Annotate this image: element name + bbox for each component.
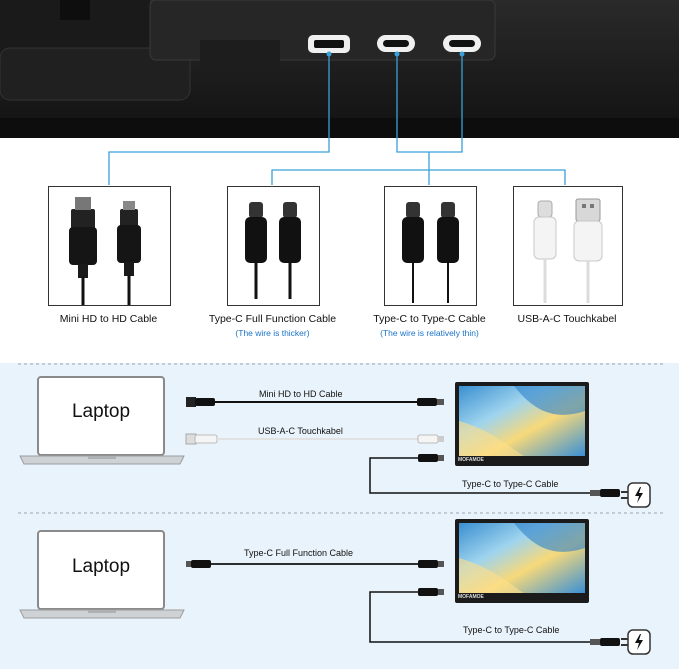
laptop-2 (19, 530, 185, 619)
label-hdmi-cable: Mini HD to HD Cable (59, 313, 158, 325)
cable-box-typec-full (227, 186, 320, 306)
cable-box-usb-a-c (513, 186, 623, 306)
mini-hdmi-port (308, 35, 350, 53)
diagram2-label-typec: Type-C Full Function Cable (244, 548, 354, 558)
label-usb-a-c-cable: USB-A-C Touchkabel (517, 313, 617, 325)
monitor-1-brand: MOFAMOE (458, 457, 484, 463)
usb-a-c-cable-icon (533, 198, 603, 303)
monitor-1 (455, 382, 589, 466)
typec-typec-cable-icon (402, 202, 459, 303)
connector-lines (108, 51, 566, 185)
typec-port-2 (443, 35, 481, 52)
monitor-2 (455, 519, 589, 603)
laptop-1-label: Laptop (71, 401, 131, 422)
power-plug-icon-2 (621, 629, 651, 655)
diagram1-label-hdmi: Mini HD to HD Cable (259, 389, 343, 399)
note-typec-typec-cable: (The wire is relatively thin) (380, 328, 479, 338)
hdmi-cable-icon (69, 197, 141, 305)
diagram1-cables (185, 397, 620, 497)
power-plug-icon (621, 482, 651, 508)
label-typec-typec-cable: Type-C to Type-C Cable (373, 313, 486, 325)
diagram1-label-usb: USB-A-C Touchkabel (258, 426, 343, 436)
label-typec-full-cable: Type-C Full Function Cable (208, 313, 337, 325)
typec-port-1 (377, 35, 415, 52)
monitor-side-view (0, 0, 679, 138)
laptop-2-label: Laptop (71, 556, 131, 577)
typec-full-cable-icon (245, 202, 301, 299)
cable-box-hdmi (48, 186, 171, 306)
diagram2-cables (186, 560, 620, 646)
monitor-2-brand: MOFAMOE (458, 594, 484, 600)
diagram2-label-power: Type-C to Type-C Cable (463, 625, 560, 635)
laptop-1 (19, 376, 185, 465)
note-typec-full-cable: (The wire is thicker) (235, 328, 310, 338)
cable-box-typec-typec (384, 186, 477, 306)
diagram1-label-power: Type-C to Type-C Cable (462, 479, 559, 489)
